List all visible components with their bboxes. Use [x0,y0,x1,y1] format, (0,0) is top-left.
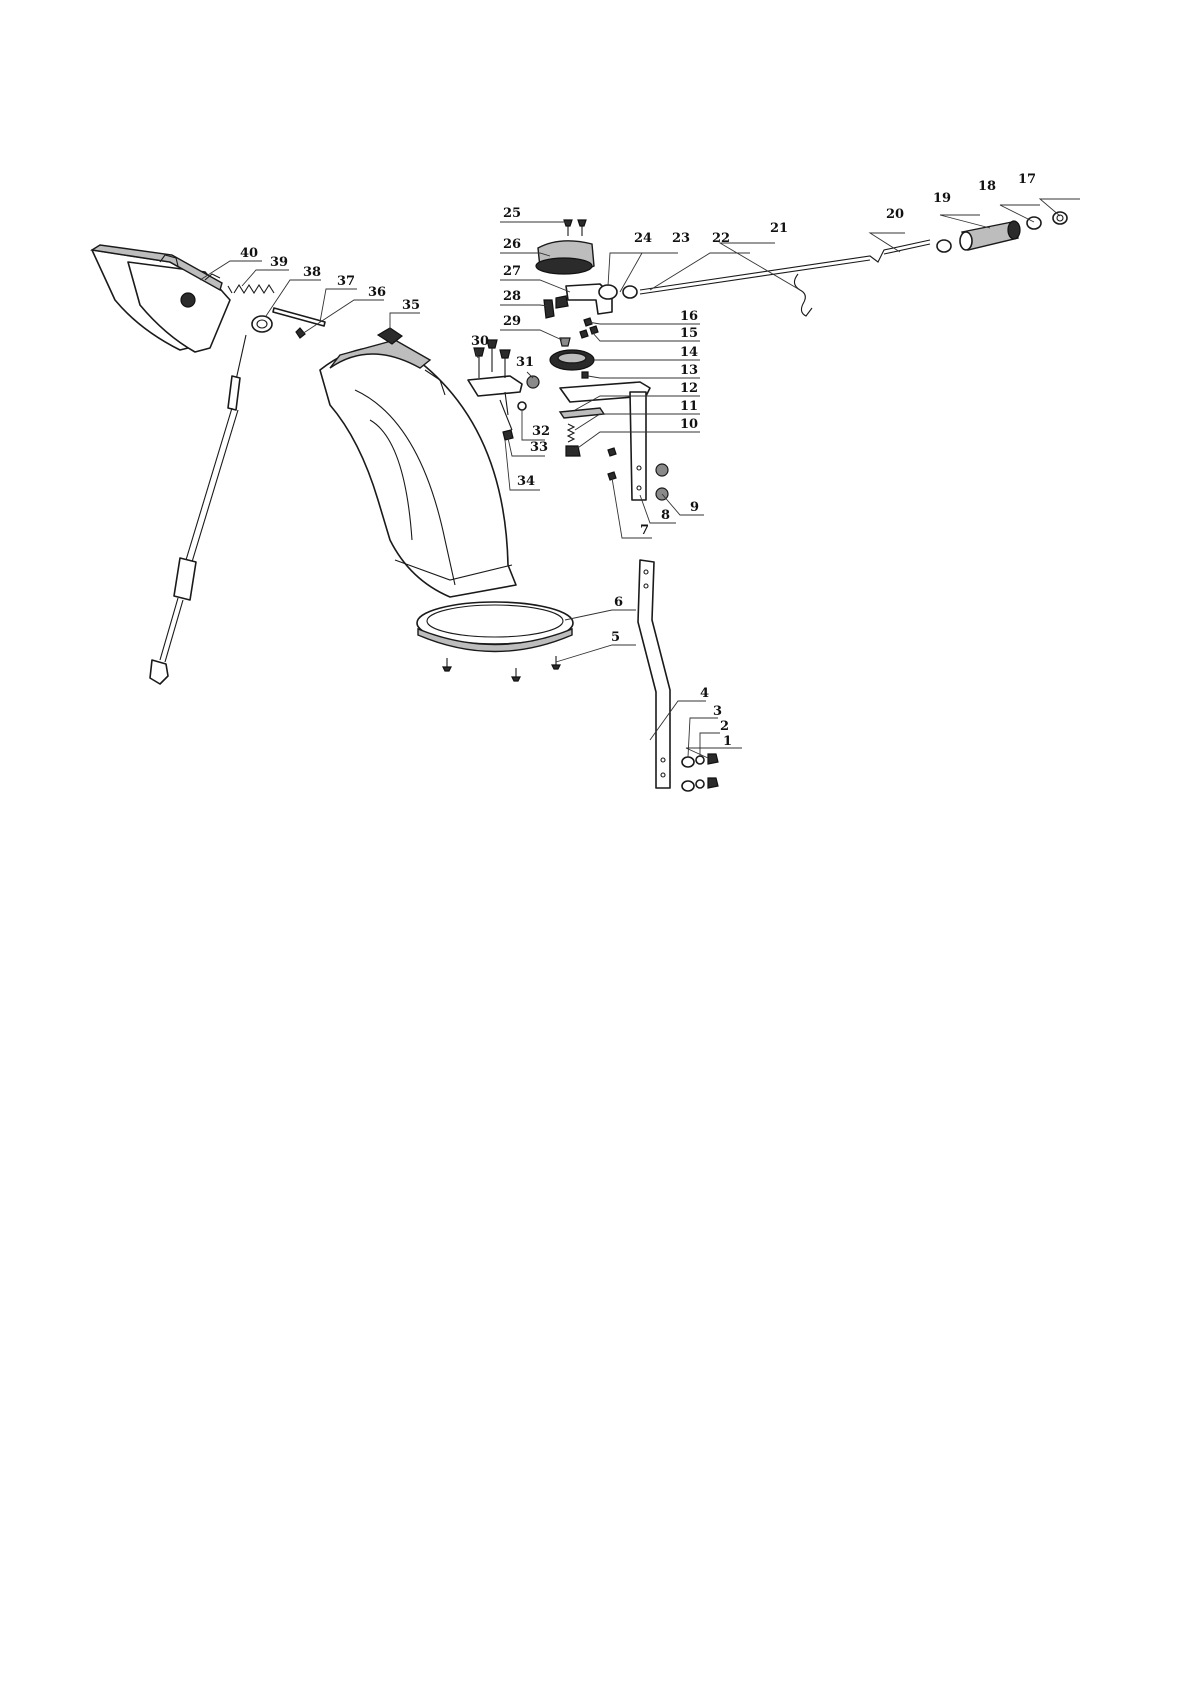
callout-28: 28 [503,289,521,304]
callout-7: 7 [640,523,649,538]
callout-1: 1 [723,734,732,749]
rod-part [273,308,325,338]
deflector-part [92,245,230,352]
callout-6: 6 [614,595,623,610]
callout-13: 13 [680,363,698,378]
callout-8: 8 [661,508,670,523]
callout-37: 37 [337,274,355,289]
control-rod-part [640,240,930,294]
screw-part [443,656,560,681]
callout-11: 11 [680,399,698,414]
callout-18: 18 [978,179,996,194]
callout-40: 40 [240,246,258,261]
callout-33: 33 [530,440,548,455]
gear-cover-part [536,220,594,274]
callout-36: 36 [368,285,386,300]
callout-12: 12 [680,381,698,396]
chute-ring-part [417,602,573,652]
bolt-part [682,754,718,791]
callout-32: 32 [532,424,550,439]
callout-2: 2 [720,719,729,734]
upper-bracket-part [560,382,650,500]
callout-22: 22 [712,231,730,246]
roller-part [937,212,1067,252]
callout-10: 10 [680,417,698,432]
callout-34: 34 [517,474,535,489]
callout-25: 25 [503,206,521,221]
callout-17: 17 [1018,172,1036,187]
long-bracket-part [638,560,670,788]
small-spring-part [566,424,580,456]
callout-5: 5 [611,630,620,645]
callout-39: 39 [270,255,288,270]
callout-4: 4 [700,686,709,701]
callout-31: 31 [516,355,534,370]
callout-38: 38 [303,265,321,280]
callout-16: 16 [680,309,698,324]
callout-20: 20 [886,207,904,222]
callout-30: 30 [471,334,489,349]
washer-part [252,316,272,332]
spring-part [228,285,274,293]
callout-29: 29 [503,314,521,329]
callout-9: 9 [690,500,699,515]
callout-26: 26 [503,237,521,252]
callout-24: 24 [634,231,652,246]
callout-14: 14 [680,345,698,360]
rod-clip-part [794,274,812,316]
control-cable-part [150,335,246,684]
chute-part [320,328,516,597]
callout-3: 3 [713,704,722,719]
callout-23: 23 [672,231,690,246]
callout-19: 19 [933,191,951,206]
callout-35: 35 [402,298,420,313]
gear-part [550,350,594,370]
callout-15: 15 [680,326,698,341]
ring-seal-part [599,285,637,299]
callout-27: 27 [503,264,521,279]
callout-21: 21 [770,221,788,236]
